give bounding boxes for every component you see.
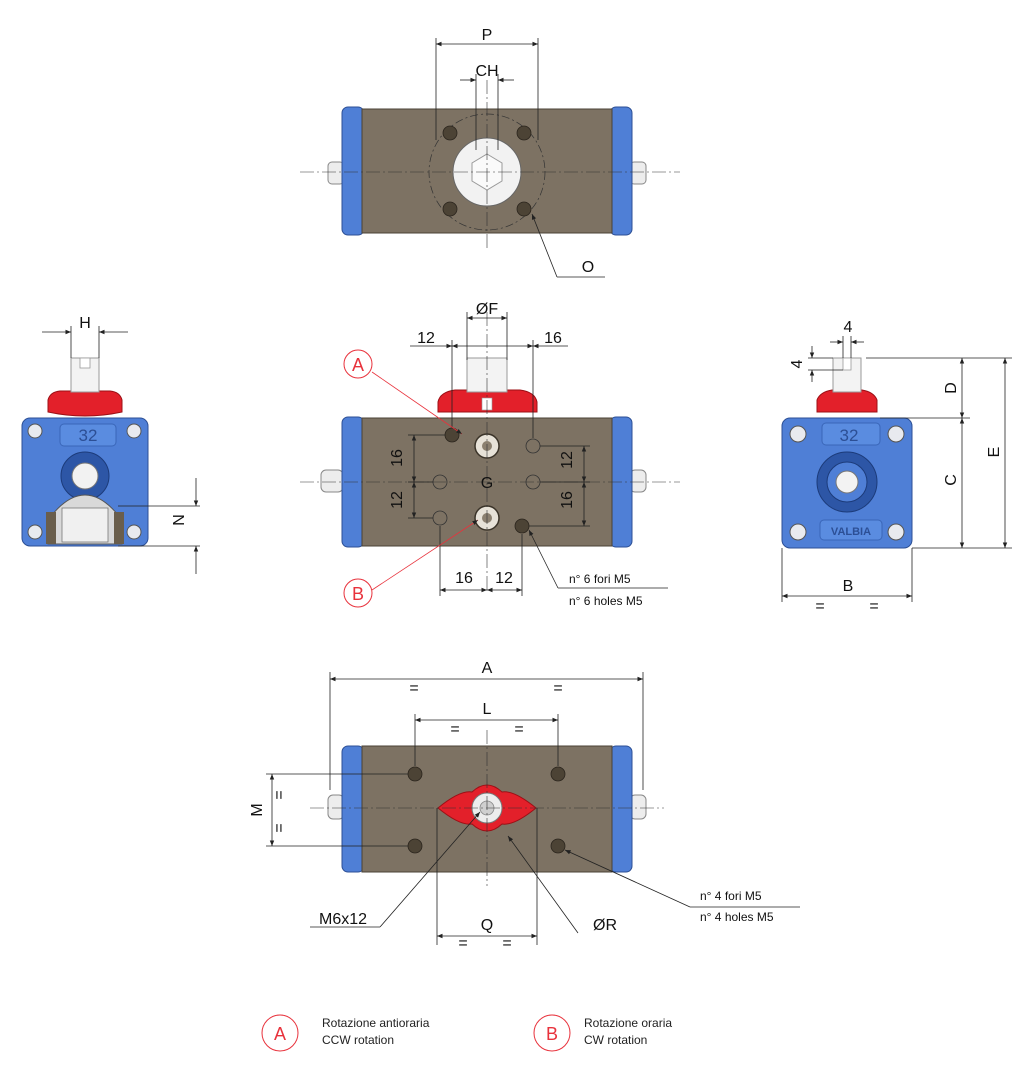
legend-b-it: Rotazione oraria <box>584 1016 672 1030</box>
dim-L: L <box>483 701 492 718</box>
dim-12-right: 12 <box>559 451 576 469</box>
dim-D: D <box>943 382 960 394</box>
marker-a: A <box>352 355 364 375</box>
size-badge-left: 32 <box>79 426 98 445</box>
dim-P: P <box>482 27 493 44</box>
dim-O: O <box>582 259 594 276</box>
dim-4-vertical: 4 <box>789 359 806 368</box>
dim-12-left: 12 <box>389 491 406 509</box>
legend-a-it: Rotazione antioraria <box>322 1016 430 1030</box>
legend-b-en: CW rotation <box>584 1033 647 1047</box>
dim-H: H <box>79 315 91 332</box>
size-badge-right: 32 <box>840 426 859 445</box>
eq-l-left: = <box>450 721 459 738</box>
dim-Q: Q <box>481 917 493 934</box>
marker-a-circle <box>343 349 373 379</box>
legend-a-en: CCW rotation <box>322 1033 394 1047</box>
legend <box>261 1014 571 1052</box>
dim-C: C <box>943 474 960 486</box>
dim-4-horizontal: 4 <box>844 319 853 336</box>
dim-A: A <box>482 660 493 677</box>
eq-m-top: = <box>271 790 288 799</box>
dim-16-left: 16 <box>389 449 406 467</box>
dim-12-bottom: 12 <box>495 570 513 587</box>
dim-M: M <box>249 803 266 816</box>
dim-B: B <box>843 578 854 595</box>
holes-note-en: n° 6 holes M5 <box>569 594 643 608</box>
dim-12-top: 12 <box>417 330 435 347</box>
dim-16-bottom: 16 <box>455 570 473 587</box>
left-side-view <box>21 326 200 574</box>
right-side-view <box>781 336 1012 602</box>
dim-F: ØF <box>476 301 498 318</box>
eq-a-left: = <box>409 680 418 697</box>
eq-q-left: = <box>458 935 467 952</box>
legend-a-mark: A <box>274 1024 286 1044</box>
holes4-note-it: n° 4 fori M5 <box>700 889 762 903</box>
brand-logo: VALBIA <box>831 526 871 538</box>
holes4-note-en: n° 4 holes M5 <box>700 910 774 924</box>
holes-note-it: n° 6 fori M5 <box>569 572 631 586</box>
eq-b-right: = <box>869 598 878 615</box>
marker-b-circle <box>343 578 373 608</box>
dim-16-top: 16 <box>544 330 562 347</box>
eq-b-left: = <box>815 598 824 615</box>
eq-q-right: = <box>502 935 511 952</box>
legend-b-mark: B <box>546 1024 558 1044</box>
eq-m-bottom: = <box>271 823 288 832</box>
eq-a-right: = <box>553 680 562 697</box>
dim-16-right: 16 <box>559 491 576 509</box>
dim-N: N <box>171 514 188 526</box>
bottom-view <box>266 672 800 945</box>
dim-R: ØR <box>593 917 617 934</box>
dim-CH: CH <box>475 63 498 80</box>
dim-M6x12: M6x12 <box>319 911 367 928</box>
front-view <box>300 312 680 596</box>
marker-b: B <box>352 584 364 604</box>
eq-l-right: = <box>514 721 523 738</box>
top-view <box>300 38 680 278</box>
dim-G: G <box>481 475 493 492</box>
dim-E: E <box>986 447 1003 458</box>
